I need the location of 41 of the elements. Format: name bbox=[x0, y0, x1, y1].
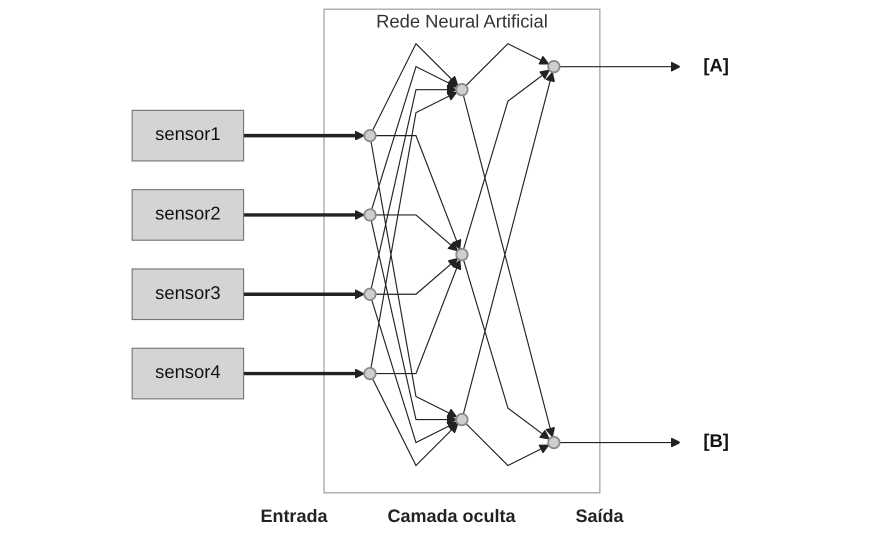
arrow bbox=[560, 437, 681, 448]
node-box: sensor1 bbox=[132, 110, 244, 162]
node-circle bbox=[363, 208, 377, 222]
arrow bbox=[244, 289, 365, 300]
arrow bbox=[371, 66, 458, 210]
arrow bbox=[463, 260, 550, 440]
arrow bbox=[463, 70, 550, 250]
node-circle bbox=[547, 436, 560, 450]
arrow bbox=[370, 84, 457, 289]
node-box: sensor4 bbox=[132, 348, 244, 400]
node-circle bbox=[455, 248, 469, 262]
arrow bbox=[376, 135, 462, 250]
node-circle bbox=[363, 288, 377, 301]
node-circle bbox=[547, 60, 560, 74]
arrow bbox=[376, 214, 458, 252]
arrow bbox=[370, 141, 458, 418]
node-text: [A] bbox=[703, 56, 729, 76]
arrow bbox=[466, 423, 550, 466]
node-box: sensor2 bbox=[132, 189, 244, 241]
arrow bbox=[244, 130, 365, 141]
cluster: Rede Neural Artificial bbox=[323, 8, 600, 494]
arrow bbox=[376, 260, 462, 374]
node-circle bbox=[455, 412, 469, 426]
arrow bbox=[376, 258, 458, 295]
arrow bbox=[372, 378, 458, 466]
node-circle bbox=[363, 129, 377, 142]
arrow bbox=[560, 62, 681, 72]
layer-label: Entrada bbox=[260, 506, 328, 527]
arrow bbox=[370, 220, 457, 425]
layer-label: Camada oculta bbox=[387, 506, 516, 527]
arrow bbox=[372, 42, 458, 131]
arrow bbox=[371, 300, 458, 444]
node-circle bbox=[363, 366, 377, 380]
arrow bbox=[244, 368, 365, 379]
arrow bbox=[244, 210, 365, 220]
node-circle bbox=[455, 83, 469, 96]
node-box: sensor3 bbox=[132, 268, 244, 320]
node-text: [B] bbox=[703, 432, 729, 452]
arrow bbox=[466, 42, 550, 86]
arrow bbox=[370, 92, 458, 368]
layer-label: Saída bbox=[576, 506, 624, 527]
